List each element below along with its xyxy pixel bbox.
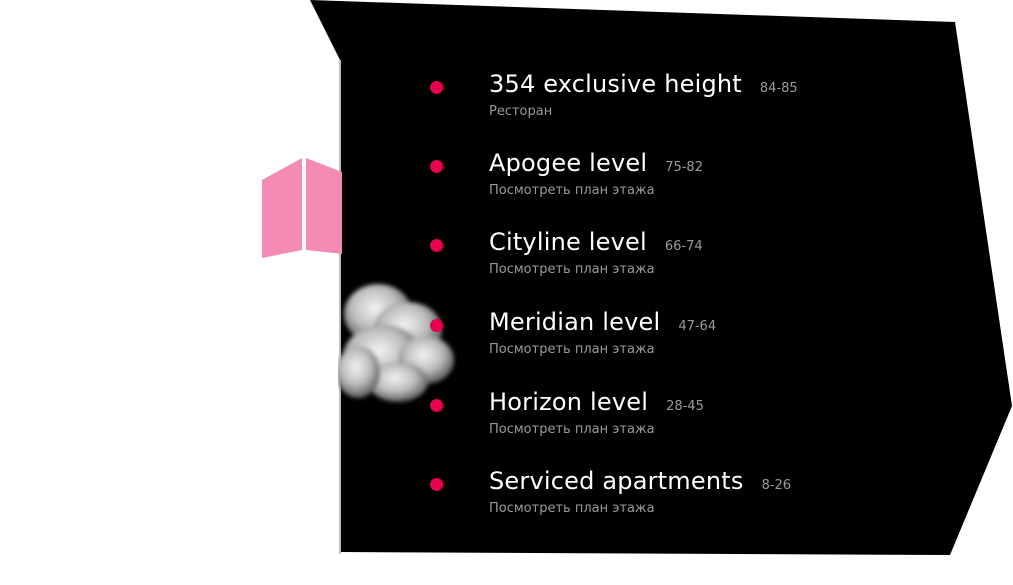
bullet-dot-icon: [430, 319, 443, 332]
bullet-dot-icon: [430, 399, 443, 412]
floor-title-row: Horizon level 28-45: [489, 388, 704, 416]
floor-range: 28-45: [666, 399, 704, 414]
floor-title-row: 354 exclusive height 84-85: [489, 70, 798, 98]
cloud-icon: [338, 284, 454, 402]
floor-name: Cityline level: [489, 228, 647, 256]
bullet-dot-icon: [430, 160, 443, 173]
floor-name: Apogee level: [489, 149, 648, 177]
floor-title-row: Apogee level 75-82: [489, 149, 703, 177]
floor-name: 354 exclusive height: [489, 70, 742, 98]
floor-plan-link[interactable]: Посмотреть план этажа: [489, 183, 655, 198]
floor-item-serviced-apartments[interactable]: Serviced apartments 8-26 Посмотреть план…: [430, 467, 950, 527]
floor-range: 84-85: [759, 81, 798, 96]
floor-range: 8-26: [761, 478, 792, 493]
floor-item-apogee-level[interactable]: Apogee level 75-82 Посмотреть план этажа: [430, 149, 950, 209]
floor-range: 66-74: [664, 239, 703, 254]
floor-plan-link[interactable]: Посмотреть план этажа: [489, 422, 655, 437]
tower-edge-line: [339, 60, 341, 554]
floor-range: 75-82: [665, 160, 703, 175]
floor-title-row: Meridian level 47-64: [489, 308, 716, 336]
bullet-dot-icon: [430, 239, 443, 252]
floor-plan-link[interactable]: Посмотреть план этажа: [489, 262, 655, 277]
floor-name: Meridian level: [489, 308, 661, 336]
floor-title-row: Serviced apartments 8-26: [489, 467, 791, 495]
bullet-dot-icon: [430, 478, 443, 491]
tower-floor-marker-icon: [262, 158, 342, 258]
floor-title-row: Cityline level 66-74: [489, 228, 703, 256]
floor-plan-link[interactable]: Посмотреть план этажа: [489, 501, 655, 516]
floor-plan-link[interactable]: Посмотреть план этажа: [489, 342, 655, 357]
bullet-dot-icon: [430, 81, 443, 94]
floor-item-cityline-level[interactable]: Cityline level 66-74 Посмотреть план эта…: [430, 228, 950, 288]
floor-name: Horizon level: [489, 388, 649, 416]
floor-subtitle-link[interactable]: Ресторан: [489, 104, 553, 119]
floor-item-horizon-level[interactable]: Horizon level 28-45 Посмотреть план этаж…: [430, 388, 950, 448]
floor-item-meridian-level[interactable]: Meridian level 47-64 Посмотреть план эта…: [430, 308, 950, 368]
floor-name: Serviced apartments: [489, 467, 744, 495]
floor-range: 47-64: [678, 319, 717, 334]
floor-item-exclusive-height[interactable]: 354 exclusive height 84-85 Ресторан: [430, 70, 950, 130]
